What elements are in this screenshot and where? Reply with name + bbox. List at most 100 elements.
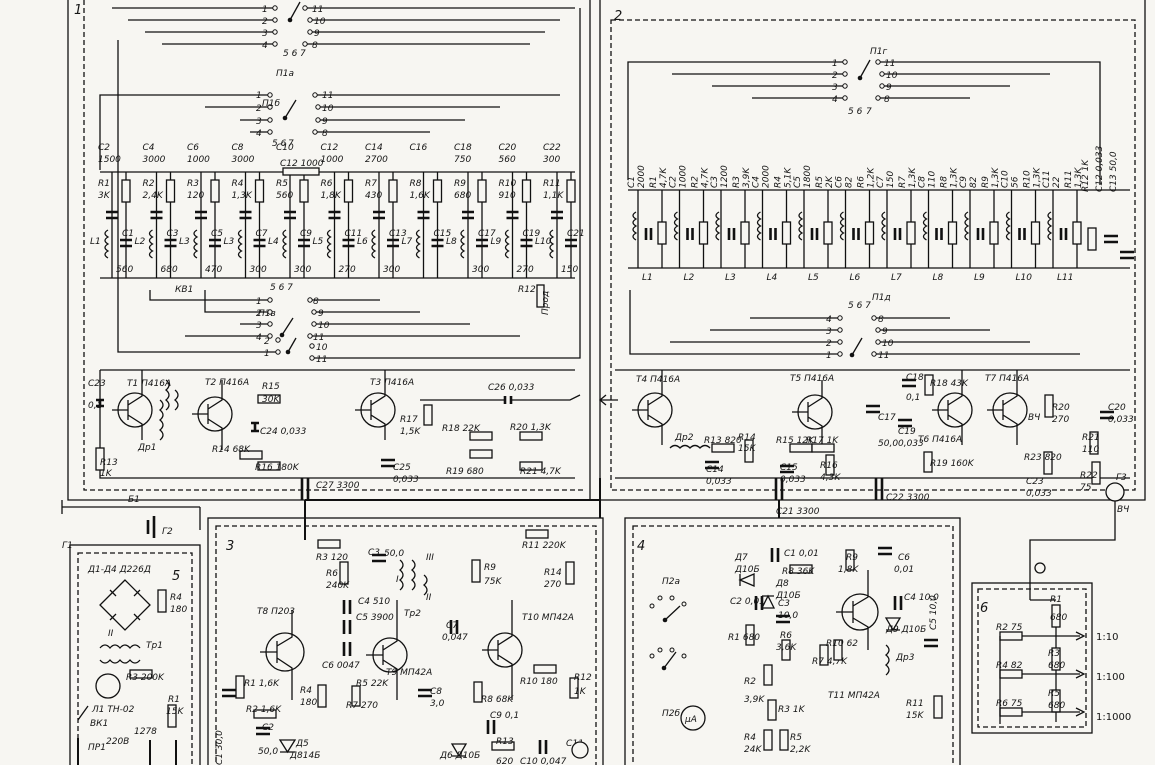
osc-col-c-label: C2 xyxy=(98,143,110,153)
osc-col-r-value: 1,1K xyxy=(543,191,564,201)
osc-col-c2-value: 300 xyxy=(383,265,400,275)
amp-col-l-label: L3 xyxy=(725,273,736,283)
svg-text:1: 1 xyxy=(826,351,832,361)
amp-r13 xyxy=(711,443,735,453)
amp-col-resistor xyxy=(698,221,709,245)
pwr-tr1-label: Tp1 xyxy=(146,641,163,651)
osc-col-c-value: 1000 xyxy=(321,155,344,165)
osc-r18 xyxy=(469,431,493,441)
svg-text:10: 10 xyxy=(322,104,334,114)
amp-col-l-label: L4 xyxy=(767,273,778,283)
amp-col-r-label: R4 xyxy=(774,176,784,188)
osc-r17-value: 1,5K xyxy=(400,427,421,437)
transistor-t7 xyxy=(987,370,1028,445)
amp-col-capacitor xyxy=(686,228,694,240)
power-switch[interactable] xyxy=(77,705,89,721)
osc-col-c2-value: 470 xyxy=(205,265,222,275)
osc-col-l-label: L9 xyxy=(491,237,502,247)
att-r3-value: 680 xyxy=(1048,661,1065,671)
microammeter xyxy=(680,705,706,731)
lamp-indicator xyxy=(571,741,589,759)
osc-col-c-value: 1000 xyxy=(187,155,210,165)
pre-r5-label: R5 22K xyxy=(356,679,389,689)
osc-col-r-value: 560 xyxy=(276,191,293,201)
osc-lc-ladder: C21500R13KL1C1560C43000R22,4KL2C3680C610… xyxy=(90,143,585,278)
osc-col-c2-label: C5 xyxy=(211,229,223,239)
amp-col-resistor xyxy=(823,221,833,245)
pwr-g1-label: Г1 xyxy=(62,541,73,551)
pre-tr2-label: Tp2 xyxy=(404,609,421,619)
osc-col-c2-value: 680 xyxy=(161,265,178,275)
osc-col-c2-label: C11 xyxy=(345,229,363,239)
pwr-pr1-label: ПР1 xyxy=(88,743,106,753)
amp-col-capacitor xyxy=(1018,228,1026,240)
block-frames: 1 2 3 4 5 6 xyxy=(67,0,1146,765)
svg-text:10: 10 xyxy=(886,71,898,81)
att-r1-label: R1 xyxy=(1050,595,1062,605)
detector-block: П2а П2б µA Д7 Д10Б Д8 Д10Б C1 0,01 C2 0,… xyxy=(649,546,943,755)
power-block: Б1 Г2 Г1 Д1-Д4 Д226Д R4 180 II Tp1 R3 20… xyxy=(61,495,201,765)
rf-output-jack[interactable] xyxy=(1105,482,1125,502)
osc-col-resistor xyxy=(566,179,576,203)
amp-col-inductor xyxy=(1005,211,1011,241)
osc-col-c2-value: 300 xyxy=(294,265,311,275)
block-number-det: 4 xyxy=(637,539,645,554)
amp-col-resistor xyxy=(781,221,792,245)
osc-col-r-label: R4 xyxy=(232,179,244,189)
pre-r9-value: 75K xyxy=(484,577,502,587)
osc-col-capacitor xyxy=(373,210,385,220)
svg-text:11: 11 xyxy=(884,59,895,69)
osc-col-c2-label: C1 xyxy=(122,229,134,239)
amp-col-r-value: 2K xyxy=(825,175,835,188)
pwr-r4-label: R4 xyxy=(170,593,182,603)
osc-col-c-label: C20 xyxy=(499,143,517,153)
osc-r19-label: R19 680 xyxy=(446,467,484,477)
osc-col-trim-cap xyxy=(164,238,177,248)
zener-d5 xyxy=(278,739,297,754)
amp-c15-value: 0,033 xyxy=(780,475,806,485)
osc-r18-label: R18 22K xyxy=(442,424,481,434)
osc-col-l-label: L3 xyxy=(224,237,235,247)
det-d8-value: Д10Б xyxy=(775,591,801,601)
osc-col-capacitor xyxy=(462,210,474,220)
osc-col-r-value: 910 xyxy=(499,191,516,201)
osc-col-r-label: R8 xyxy=(410,179,422,189)
det-r10-label: R10 62 xyxy=(826,639,858,649)
osc-col-l-label: L5 xyxy=(313,237,324,247)
pre-r10-label: R10 180 xyxy=(520,677,558,687)
amp-ladder-bus xyxy=(628,189,1130,269)
det-r2-label: R2 xyxy=(744,677,756,687)
svg-text:8: 8 xyxy=(322,129,328,139)
pre-r12-value: 1K xyxy=(574,687,587,697)
amp-c12-label: C12 0,033 xyxy=(1095,145,1105,192)
det-meter-label: µA xyxy=(684,715,697,725)
block-number-pwr: 5 xyxy=(172,569,180,584)
osc-col-resistor xyxy=(477,179,487,203)
svg-text:2: 2 xyxy=(826,339,832,349)
amp-c19-value: 0,033 xyxy=(898,439,924,449)
det-r5-label: R5 xyxy=(790,733,802,743)
pwr-ii-label: II xyxy=(108,629,114,639)
amp-col-c-label: C5 xyxy=(793,176,803,188)
amp-g3-label: Г3 xyxy=(1116,473,1127,483)
preamp-block: R3 120 R6 240K C3 50,0 C4 510 C5 3900 C6… xyxy=(215,529,592,765)
svg-text:11: 11 xyxy=(312,5,323,15)
amp-col-resistor xyxy=(1030,221,1041,245)
amp-col-capacitor xyxy=(976,228,985,240)
osc-col-c-label: C10 xyxy=(276,143,294,153)
switch-p2a-label: П2а xyxy=(662,577,680,587)
amp-col-inductor xyxy=(964,211,970,241)
osc-col-c2-value: 270 xyxy=(517,265,534,275)
amp-c13-label: C13 50,0 xyxy=(1109,151,1119,192)
amp-col-resistor xyxy=(1072,221,1082,245)
transistor-t8 xyxy=(260,610,305,700)
osc-col-trim-cap xyxy=(253,238,266,248)
pre-r6-value: 240K xyxy=(326,581,350,591)
neon-lamp xyxy=(95,673,121,699)
osc-col-inductor xyxy=(504,229,510,259)
amp-col-r-label: R11 xyxy=(1064,170,1074,188)
amp-col-r-label: R2 xyxy=(691,176,701,188)
transformer-tr2 xyxy=(398,559,428,596)
